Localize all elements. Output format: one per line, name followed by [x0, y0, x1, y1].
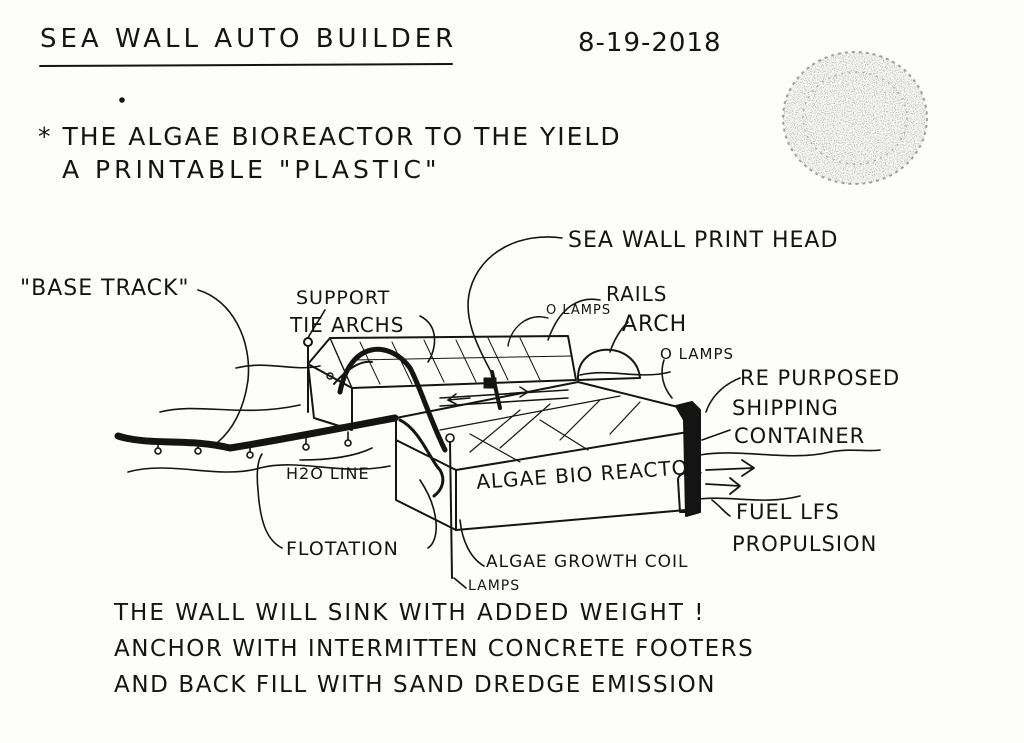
label-print-head: SEA WALL PRINT HEAD	[568, 228, 839, 253]
note-line-1: * THE ALGAE BIOREACTOR TO THE YIELD	[38, 122, 622, 151]
rear-container	[307, 335, 577, 389]
print-head	[439, 370, 569, 410]
main-container-left	[395, 439, 457, 531]
wave-line	[127, 464, 391, 473]
leader-tie-arches	[419, 315, 436, 363]
support-ball	[303, 337, 313, 347]
lamp-icon	[445, 433, 455, 443]
leader-container	[701, 429, 731, 441]
leader-flotation-2	[419, 479, 437, 549]
leader-repurposed	[705, 377, 741, 413]
leader-lamps-top	[507, 316, 549, 347]
wave-line	[579, 371, 671, 376]
leader-lamps-right	[661, 359, 673, 399]
note-line-2: A PRINTABLE "PLASTIC"	[62, 155, 441, 184]
label-rails: RAILS	[606, 282, 668, 306]
rear-container-side	[307, 363, 353, 431]
lamps-pole	[449, 441, 453, 579]
footer-line-1: THE WALL WILL SINK WITH ADDED WEIGHT !	[114, 600, 706, 626]
leader-fuel	[711, 499, 731, 517]
label-h2o-line: H2O LINE	[286, 464, 370, 483]
label-base-track: "BASE TRACK"	[20, 276, 190, 301]
leader-print-head	[467, 236, 563, 375]
lamp-icon	[326, 372, 334, 380]
label-repurposed: RE PURPOSED	[740, 366, 901, 390]
label-lamps-bottom: LAMPS	[468, 578, 521, 594]
base-track-line	[114, 414, 399, 452]
arch-dome	[576, 348, 641, 381]
leader-lamps-bottom	[453, 577, 467, 589]
footer-line-3: AND BACK FILL WITH SAND DREDGE EMISSION	[114, 672, 717, 698]
wave-line	[689, 495, 801, 501]
lamp-icon	[154, 431, 352, 459]
wave-line	[235, 364, 321, 369]
title-underline	[39, 63, 453, 67]
tie-arch-inner	[333, 360, 373, 385]
label-lamps-top: O LAMPS	[546, 303, 612, 318]
leader-growth-coil	[459, 519, 485, 567]
leader-rails	[547, 298, 601, 341]
page-title: SEA WALL AUTO BUILDER	[40, 24, 458, 54]
growth-coil	[398, 418, 445, 498]
label-container: CONTAINER	[734, 424, 866, 448]
label-flotation: FLOTATION	[286, 538, 399, 560]
leader-flotation	[256, 453, 283, 549]
label-tie-arches: TIE ARCHS	[290, 313, 405, 337]
main-container-top	[395, 381, 691, 471]
label-propulsion: PROPULSION	[732, 532, 878, 556]
label-support: SUPPORT	[296, 287, 391, 309]
wave-line	[699, 449, 881, 457]
arrow-icon	[705, 477, 741, 495]
fuel-tank	[677, 471, 701, 513]
leader-support	[307, 309, 326, 339]
container-ridges	[439, 395, 641, 463]
leader-base-track	[197, 289, 250, 443]
leader-h2o	[299, 447, 373, 461]
tie-arch	[337, 346, 448, 453]
label-arch: ARCH	[622, 312, 688, 337]
container-hatch	[351, 337, 573, 385]
label-shipping: SHIPPING	[732, 396, 839, 420]
leader-arch	[609, 321, 629, 353]
label-lamps-right: O LAMPS	[660, 345, 735, 363]
arrow-icon	[705, 459, 755, 477]
stamp-icon	[782, 51, 928, 185]
page-date: 8-19-2018	[578, 28, 722, 58]
ink-dot	[119, 97, 125, 103]
label-fuel-lfs: FUEL LFS	[736, 500, 840, 524]
footer-line-2: ANCHOR WITH INTERMITTEN CONCRETE FOOTERS	[114, 636, 755, 662]
wave-line	[159, 404, 301, 413]
label-growth-coil: ALGAE GROWTH COIL	[486, 552, 689, 572]
